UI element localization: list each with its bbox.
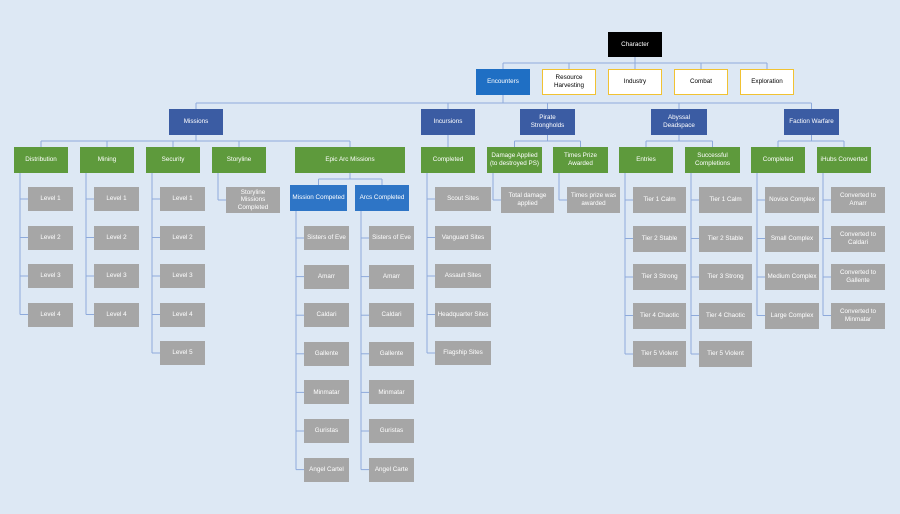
leaf-faction: Sisters of Eve xyxy=(304,226,349,250)
leaf-faction: Caldari xyxy=(304,303,349,328)
group-incursions: Incursions xyxy=(421,109,475,135)
leaf-tier: Tier 2 Stable xyxy=(699,225,752,252)
leaf-level: Level 4 xyxy=(94,302,139,327)
leaf-level: Level 2 xyxy=(28,225,73,250)
leaf-incursion-site: Scout Sites xyxy=(435,187,491,211)
category-combat: Combat xyxy=(674,69,728,95)
leaf-complex: Novice Complex xyxy=(765,187,819,213)
sub-distribution: Distribution xyxy=(14,147,68,173)
leaf-tier: Tier 4 Chaotic xyxy=(633,302,686,329)
leaf-level: Level 3 xyxy=(160,264,205,288)
leaf-faction: Sisters of Eve xyxy=(369,226,414,250)
leaf-tier: Tier 5 Violent xyxy=(699,341,752,367)
leaf-incursion-site: Headquarter Sites xyxy=(435,302,491,327)
sub-mining: Mining xyxy=(80,147,134,173)
leaf-complex: Small Complex xyxy=(765,225,819,252)
leaf-level: Level 1 xyxy=(160,187,205,211)
leaf-level: Level 2 xyxy=(160,225,205,250)
leaf-level: Level 3 xyxy=(94,264,139,288)
leaf-tier: Tier 4 Chaotic xyxy=(699,302,752,329)
leaf-ihub: Converted to Caldari xyxy=(831,225,885,252)
leaf-times-prize: Times prize was awarded xyxy=(567,187,620,213)
leaf-faction: Minmatar xyxy=(369,380,414,405)
root-character-node: Character xyxy=(608,32,662,57)
sub-successful-completions: Successful Completions xyxy=(685,147,740,173)
leaf-incursion-site: Assault Sites xyxy=(435,264,491,288)
leaf-complex: Large Complex xyxy=(765,302,819,329)
leaf-faction: Guristas xyxy=(369,419,414,443)
leaf-tier: Tier 1 Calm xyxy=(699,187,752,213)
leaf-incursion-site: Flagship Sites xyxy=(435,341,491,365)
leaf-faction: Minmatar xyxy=(304,380,349,405)
sub-damage-applied: Damage Applied (to destroyed PS) xyxy=(487,147,542,173)
category-encounters: Encounters xyxy=(476,69,530,95)
leaf-level: Level 5 xyxy=(160,341,205,365)
leaf-tier: Tier 1 Calm xyxy=(633,187,686,213)
leaf-level: Level 4 xyxy=(28,302,73,327)
leaf-faction: Caldari xyxy=(369,303,414,328)
leaf-tier: Tier 5 Violent xyxy=(633,341,686,367)
leaf-ihub: Converted to Minmatar xyxy=(831,302,885,329)
leaf-faction: Gallente xyxy=(369,341,414,366)
leaf-level: Level 2 xyxy=(94,225,139,250)
leaf-faction: Amarr xyxy=(369,264,414,289)
sub-times-prize-awarded: Times Prize Awarded xyxy=(553,147,608,173)
leaf-faction: Angel Cartel xyxy=(304,457,349,482)
leaf-ihub: Converted to Amarr xyxy=(831,187,885,213)
leaf-level: Level 1 xyxy=(94,187,139,211)
sub-incursions-completed: Completed xyxy=(421,147,475,173)
leaf-tier: Tier 2 Stable xyxy=(633,225,686,252)
leaf-tier: Tier 3 Strong xyxy=(699,264,752,290)
leaf-faction: Gallente xyxy=(304,341,349,366)
sub-mission-completed: Mission Competed xyxy=(290,185,347,211)
category-industry: Industry xyxy=(608,69,662,95)
sub-fw-completed: Completed xyxy=(751,147,805,173)
group-faction-warfare: Faction Warfare xyxy=(784,109,839,135)
leaf-faction: Angel Carte xyxy=(369,457,414,482)
leaf-tier: Tier 3 Strong xyxy=(633,264,686,290)
leaf-storyline-completed: Storyline Missions Completed xyxy=(226,187,280,213)
category-exploration: Exploration xyxy=(740,69,794,95)
sub-entries: Entries xyxy=(619,147,673,173)
sub-epic-arc-missions: Epic Arc Missions xyxy=(295,147,405,173)
group-abyssal-deadspace: Abyssal Deadspace xyxy=(651,109,707,135)
category-resource-harvesting: Resource Harvesting xyxy=(542,69,596,95)
leaf-faction: Amarr xyxy=(304,264,349,289)
leaf-complex: Medium Complex xyxy=(765,264,819,290)
leaf-incursion-site: Vanguard Sites xyxy=(435,225,491,250)
sub-arcs-completed: Arcs Completed xyxy=(355,185,409,211)
sub-security: Security xyxy=(146,147,200,173)
leaf-level: Level 1 xyxy=(28,187,73,211)
leaf-faction: Guristas xyxy=(304,419,349,443)
leaf-ihub: Converted to Gallente xyxy=(831,264,885,290)
leaf-level: Level 3 xyxy=(28,264,73,288)
group-missions: Missions xyxy=(169,109,223,135)
group-pirate-strongholds: Pirate Strongholds xyxy=(520,109,575,135)
leaf-total-damage: Total damage applied xyxy=(501,187,554,213)
sub-storyline: Storyline xyxy=(212,147,266,173)
sub-ihubs-converted: iHubs Converted xyxy=(817,147,871,173)
leaf-level: Level 4 xyxy=(160,302,205,327)
